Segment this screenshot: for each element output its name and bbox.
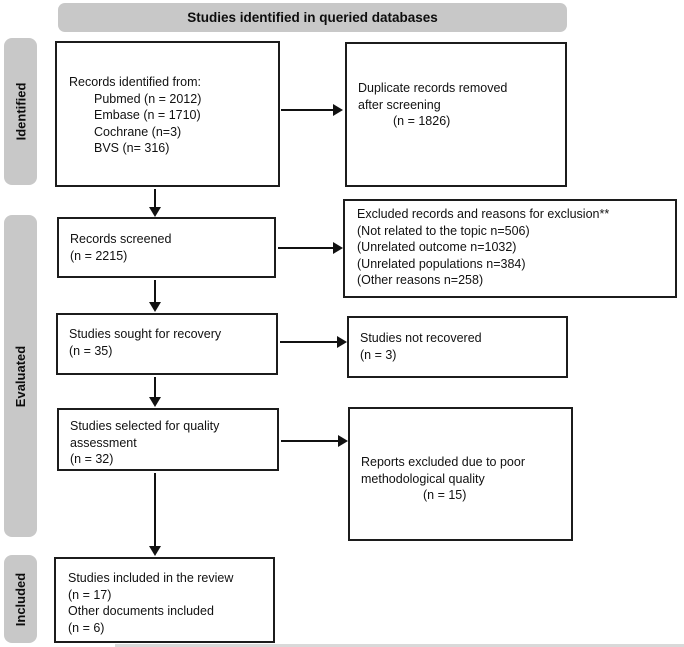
arrowhead-sought-to-quality xyxy=(149,397,161,407)
quality-assessment-line: Studies selected for quality xyxy=(70,419,220,433)
records-identified-title: Records identified from: xyxy=(69,75,202,89)
arrowhead-sought-to-not-recovered xyxy=(337,336,347,348)
records-identified-source: Pubmed (n = 2012) xyxy=(94,91,202,106)
arrow-quality-to-reports-excluded xyxy=(281,440,339,442)
box-excluded-records: Excluded records and reasons for exclusi… xyxy=(343,199,677,298)
included-review-line: Other documents included xyxy=(68,604,214,618)
reports-excluded-line: methodological quality xyxy=(361,471,485,486)
stage-pill-evaluated: Evaluated xyxy=(4,215,37,537)
records-identified-source: Embase (n = 1710) xyxy=(94,108,201,122)
not-recovered-count: (n = 3) xyxy=(360,347,397,362)
included-review-count: (n = 6) xyxy=(68,620,105,635)
excluded-records-reason: (Unrelated outcome n=1032) xyxy=(357,240,517,254)
box-records-identified: Records identified from: Pubmed (n = 201… xyxy=(55,41,280,187)
duplicates-removed-line: after screening xyxy=(358,97,441,112)
box-included-review: Studies included in the review (n = 17) … xyxy=(54,557,275,643)
box-quality-assessment: Studies selected for quality assessment … xyxy=(57,408,279,471)
stage-pill-identified: Identified xyxy=(4,38,37,185)
quality-assessment-count: (n = 32) xyxy=(70,452,114,466)
records-screened-line: Records screened xyxy=(70,232,172,246)
reports-excluded-line: Reports excluded due to poor xyxy=(361,455,525,469)
arrowhead-identified-to-duplicates xyxy=(333,104,343,116)
box-reports-excluded: Reports excluded due to poor methodologi… xyxy=(348,407,573,541)
included-review-count: (n = 17) xyxy=(68,587,112,602)
box-duplicates-removed: Duplicate records removed after screenin… xyxy=(345,42,567,187)
excluded-records-title: Excluded records and reasons for exclusi… xyxy=(357,207,610,221)
reports-excluded-count: (n = 15) xyxy=(423,488,467,502)
stage-label-evaluated: Evaluated xyxy=(13,345,29,407)
arrowhead-quality-to-included xyxy=(149,546,161,556)
arrow-sought-to-quality xyxy=(154,377,156,398)
excluded-records-reason: (Other reasons n=258) xyxy=(357,273,484,287)
arrowhead-quality-to-reports-excluded xyxy=(338,435,348,447)
duplicates-removed-count: (n = 1826) xyxy=(393,114,451,128)
arrow-identified-to-screened xyxy=(154,189,156,208)
arrow-screened-to-excluded xyxy=(278,247,334,249)
stage-pill-included: Included xyxy=(4,555,37,643)
stage-label-identified: Identified xyxy=(13,82,28,141)
not-recovered-line: Studies not recovered xyxy=(360,331,482,345)
arrowhead-screened-to-sought xyxy=(149,302,161,312)
arrow-screened-to-sought xyxy=(154,280,156,303)
figure-bottom-edge xyxy=(115,644,684,647)
arrow-identified-to-duplicates xyxy=(281,109,334,111)
stage-label-included: Included xyxy=(13,572,29,626)
excluded-records-reason: (Unrelated populations n=384) xyxy=(357,256,526,271)
box-sought-recovery: Studies sought for recovery (n = 35) xyxy=(56,313,278,375)
arrowhead-screened-to-excluded xyxy=(333,242,343,254)
box-records-screened: Records screened (n = 2215) xyxy=(57,217,276,278)
records-identified-source: Cochrane (n=3) xyxy=(94,124,182,139)
quality-assessment-line: assessment xyxy=(70,435,137,450)
arrow-sought-to-not-recovered xyxy=(280,341,338,343)
sought-recovery-count: (n = 35) xyxy=(69,343,113,358)
arrowhead-identified-to-screened xyxy=(149,207,161,217)
included-review-line: Studies included in the review xyxy=(68,571,234,585)
excluded-records-reason: (Not related to the topic n=506) xyxy=(357,223,530,238)
sought-recovery-line: Studies sought for recovery xyxy=(69,327,222,341)
title-banner: Studies identified in queried databases xyxy=(58,3,567,32)
arrow-quality-to-included xyxy=(154,473,156,547)
box-not-recovered: Studies not recovered (n = 3) xyxy=(347,316,568,378)
records-screened-count: (n = 2215) xyxy=(70,248,128,263)
duplicates-removed-line: Duplicate records removed xyxy=(358,81,508,95)
title-banner-label: Studies identified in queried databases xyxy=(187,10,438,25)
records-identified-source: BVS (n= 316) xyxy=(94,141,170,155)
